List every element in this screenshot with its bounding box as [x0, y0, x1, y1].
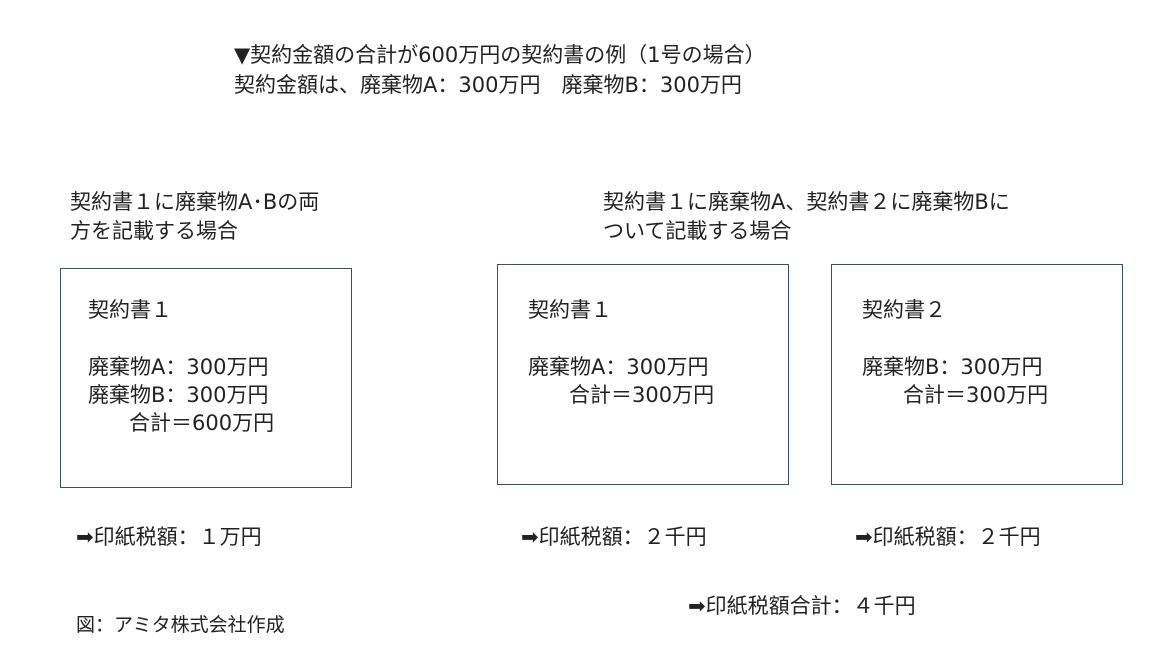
contract-title: 契約書１	[528, 298, 612, 322]
contract-line-total: 合計＝300万円	[903, 383, 1049, 407]
contract-box-1: 契約書１ 廃棄物A：300万円 合計＝300万円	[497, 264, 789, 485]
figure-caption: 図：アミタ株式会社作成	[76, 614, 285, 636]
tax-result-combined: ➡印紙税額：１万円	[76, 525, 262, 549]
contract-title: 契約書２	[862, 298, 946, 322]
contract-line-waste-b: 廃棄物B：300万円	[88, 383, 269, 407]
right-case-heading-line1: 契約書１に廃棄物A、契約書２に廃棄物Bに	[603, 190, 1010, 214]
tax-result-total: ➡印紙税額合計：４千円	[688, 594, 916, 618]
contract-title: 契約書１	[88, 298, 172, 322]
tax-result-contract-1: ➡印紙税額：２千円	[521, 525, 707, 549]
contract-line-waste-a: 廃棄物A：300万円	[88, 355, 269, 379]
contract-line-waste-b: 廃棄物B：300万円	[862, 355, 1043, 379]
left-case-heading-line1: 契約書１に廃棄物A･Bの両	[70, 190, 320, 214]
contract-box-2: 契約書２ 廃棄物B：300万円 合計＝300万円	[831, 264, 1123, 485]
contract-line-total: 合計＝600万円	[129, 411, 275, 435]
left-case-heading-line2: 方を記載する場合	[70, 219, 238, 243]
contract-line-waste-a: 廃棄物A：300万円	[528, 355, 709, 379]
contract-box-combined: 契約書１ 廃棄物A：300万円 廃棄物B：300万円 合計＝600万円	[60, 268, 352, 488]
contract-line-total: 合計＝300万円	[569, 383, 715, 407]
header-title: ▼契約金額の合計が600万円の契約書の例（1号の場合）	[234, 43, 766, 67]
header-subtitle: 契約金額は、廃棄物A：300万円 廃棄物B：300万円	[234, 73, 742, 97]
tax-result-contract-2: ➡印紙税額：２千円	[855, 525, 1041, 549]
right-case-heading-line2: ついて記載する場合	[603, 219, 792, 243]
